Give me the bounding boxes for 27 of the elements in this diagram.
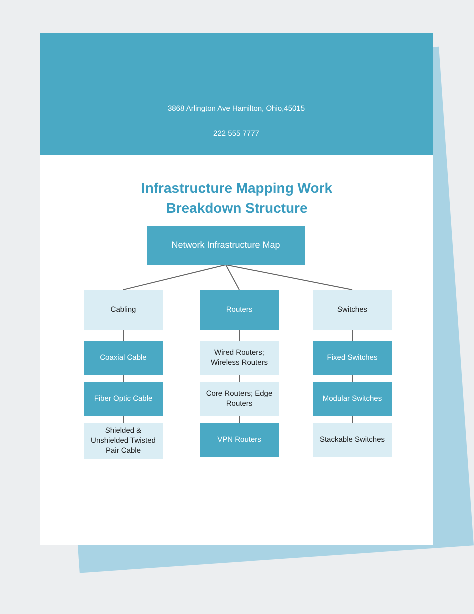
wbs-box <box>313 290 392 330</box>
wbs-box <box>84 382 163 416</box>
wbs-box <box>200 341 279 375</box>
wbs-box <box>200 382 279 416</box>
connector-line <box>123 330 124 342</box>
title: Infrastructure Mapping Work Breakdown Structure <box>140 179 334 218</box>
root-box <box>147 226 305 265</box>
connector-line <box>352 416 353 424</box>
connector-line <box>123 416 124 424</box>
wbs-box <box>313 341 392 375</box>
connector-line <box>226 264 353 290</box>
wbs-box <box>84 341 163 375</box>
wbs-box <box>84 423 163 459</box>
connector-line <box>352 374 353 382</box>
wbs-box <box>84 290 163 330</box>
wbs-box <box>313 423 392 457</box>
connector-line <box>123 374 124 382</box>
connector-line <box>239 416 240 424</box>
wbs-box <box>200 290 279 330</box>
connector-line <box>239 374 240 382</box>
connector-line <box>239 330 240 342</box>
connector-line <box>226 264 240 290</box>
wbs-box <box>313 382 392 416</box>
connector-line <box>352 330 353 342</box>
box-label: Network Infrastructure Map <box>172 240 280 252</box>
wbs-box <box>200 423 279 457</box>
connector-line <box>123 264 226 290</box>
